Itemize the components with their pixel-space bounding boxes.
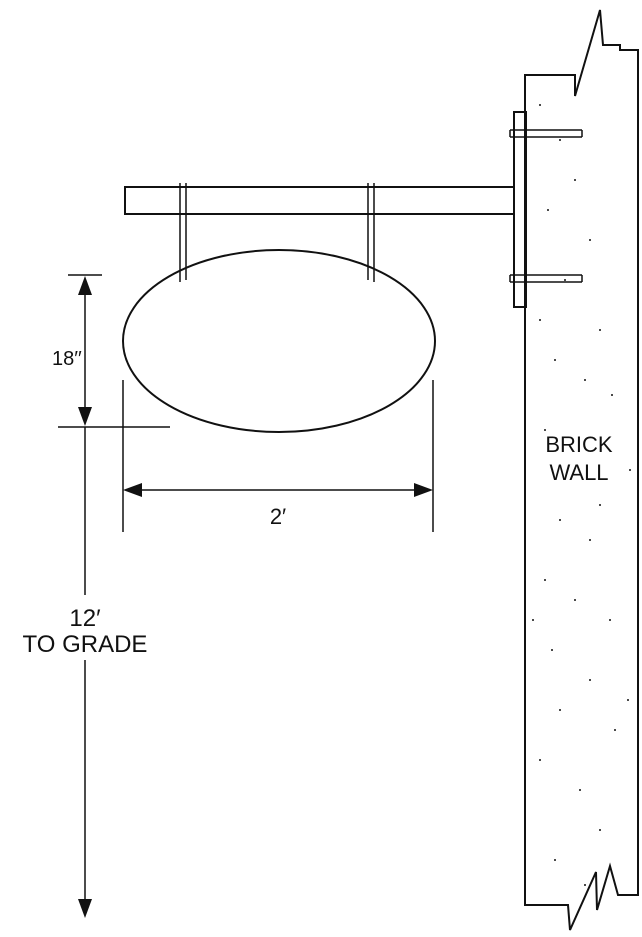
arrow-up-icon <box>78 276 92 295</box>
wall-texture <box>532 104 631 886</box>
sign-width-label: 2′ <box>270 504 286 529</box>
clearance-dimension <box>78 427 92 918</box>
wall-label-line1: BRICK <box>545 432 613 457</box>
sign-width-dimension <box>122 380 434 532</box>
anchor-bolt-upper <box>509 129 583 138</box>
clearance-ref-label: TO GRADE <box>23 631 148 658</box>
clearance-value-label: 12′ <box>69 605 101 632</box>
hanger-rods <box>179 183 375 282</box>
brick-wall <box>524 9 639 931</box>
arrow-left-icon <box>123 483 142 497</box>
sign-height-dimension <box>58 274 170 428</box>
anchor-bolt-lower <box>509 274 583 283</box>
sign-height-label: 18′′ <box>52 348 82 370</box>
wall-label-line2: WALL <box>549 460 608 485</box>
arrow-down-icon <box>78 407 92 426</box>
oval-sign <box>122 249 436 433</box>
support-arm <box>124 186 515 215</box>
arrow-down-icon <box>78 899 92 918</box>
arrow-right-icon <box>414 483 433 497</box>
